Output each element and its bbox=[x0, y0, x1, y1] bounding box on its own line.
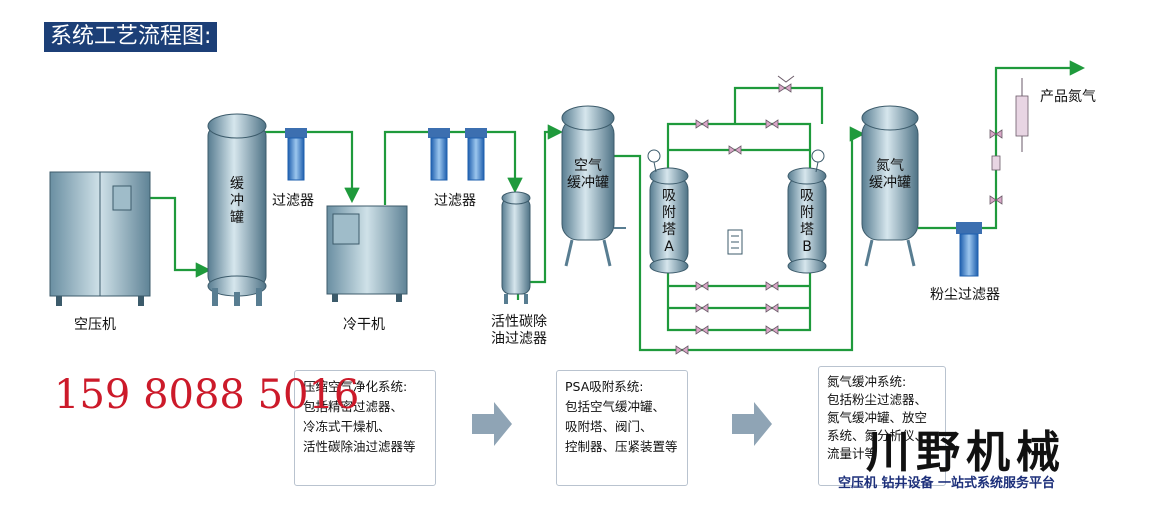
buffer-tank bbox=[207, 113, 267, 306]
brand-tagline: 空压机 钻井设备 一站式系统服务平台 bbox=[838, 476, 1056, 491]
label-dryer: 冷干机 bbox=[343, 317, 385, 333]
valve-icon bbox=[765, 325, 779, 335]
label-tower-b: 吸 附 塔 B bbox=[800, 188, 814, 255]
label-dust-filter: 粉尘过滤器 bbox=[930, 287, 1000, 303]
pipe-compressor-buffer bbox=[150, 196, 212, 278]
pipe-dust-product bbox=[980, 60, 1086, 230]
filters-2 bbox=[428, 128, 487, 181]
label-carbon-filter: 活性碳除 油过滤器 bbox=[491, 314, 547, 347]
arrow-right-icon bbox=[732, 402, 772, 446]
valve-icon bbox=[989, 195, 1003, 205]
adsorption-tower-a bbox=[647, 149, 689, 274]
carbon-filter bbox=[501, 191, 531, 304]
description-box-nitrogen: 氮气缓冲系统: 包括粉尘过滤器、 氮气缓冲罐、放空 系统、氮分析仪、 流量计等 bbox=[818, 366, 946, 486]
valve-icon bbox=[728, 145, 742, 155]
refrigerated-dryer bbox=[326, 205, 408, 302]
valve-icon bbox=[675, 345, 689, 355]
description-box-psa: PSA吸附系统: 包括空气缓冲罐、 吸附塔、阀门、 控制器、压紧装置等 bbox=[556, 370, 688, 486]
phone-number: 159 8088 5016 bbox=[54, 372, 360, 418]
flow-meter-icon bbox=[991, 155, 1001, 171]
adsorption-tower-b bbox=[787, 149, 827, 274]
description-box-purification: 压缩空气净化系统: 包括精密过滤器、 冷冻式干燥机、 活性碳除油过滤器等 bbox=[294, 370, 436, 486]
air-compressor bbox=[49, 171, 151, 306]
label-nitrogen-buffer: 氮气 缓冲罐 bbox=[869, 158, 911, 191]
valve-icon bbox=[695, 119, 709, 129]
filter-1 bbox=[285, 128, 307, 181]
pipe-tower-top bbox=[666, 122, 812, 172]
page-title: 系统工艺流程图: bbox=[44, 22, 218, 52]
arrow-right-icon bbox=[472, 402, 512, 446]
valve-icon bbox=[765, 281, 779, 291]
valve-icon bbox=[765, 119, 779, 129]
valve-icon bbox=[695, 281, 709, 291]
nitrogen-analyzer bbox=[1015, 78, 1029, 152]
label-tower-a: 吸 附 塔 A bbox=[662, 188, 676, 255]
label-buffer-tank: 缓 冲 罐 bbox=[230, 176, 244, 226]
nitrogen-buffer-tank bbox=[861, 105, 919, 267]
label-air-buffer: 空气 缓冲罐 bbox=[567, 158, 609, 191]
air-buffer-tank bbox=[561, 105, 626, 267]
brand-name: 川野机械 bbox=[866, 427, 1066, 478]
label-product: 产品氮气 bbox=[1040, 89, 1096, 105]
valve-icon bbox=[695, 325, 709, 335]
valve-icon bbox=[989, 129, 1003, 139]
label-filter-2: 过滤器 bbox=[434, 193, 476, 209]
valve-icon bbox=[695, 303, 709, 313]
check-valve-icon bbox=[777, 75, 795, 83]
controller bbox=[727, 229, 743, 255]
label-filter-1: 过滤器 bbox=[272, 193, 314, 209]
pipes bbox=[150, 60, 1086, 352]
valve-icon bbox=[765, 303, 779, 313]
dust-filter bbox=[956, 222, 982, 277]
pipe-tower-top2 bbox=[733, 86, 824, 124]
valve-icon bbox=[778, 83, 792, 93]
pipe-airbuffer-towers bbox=[614, 126, 866, 352]
label-air-compressor: 空压机 bbox=[74, 317, 116, 333]
valves bbox=[675, 83, 1003, 355]
pipe-tower-bottom1 bbox=[666, 268, 812, 332]
